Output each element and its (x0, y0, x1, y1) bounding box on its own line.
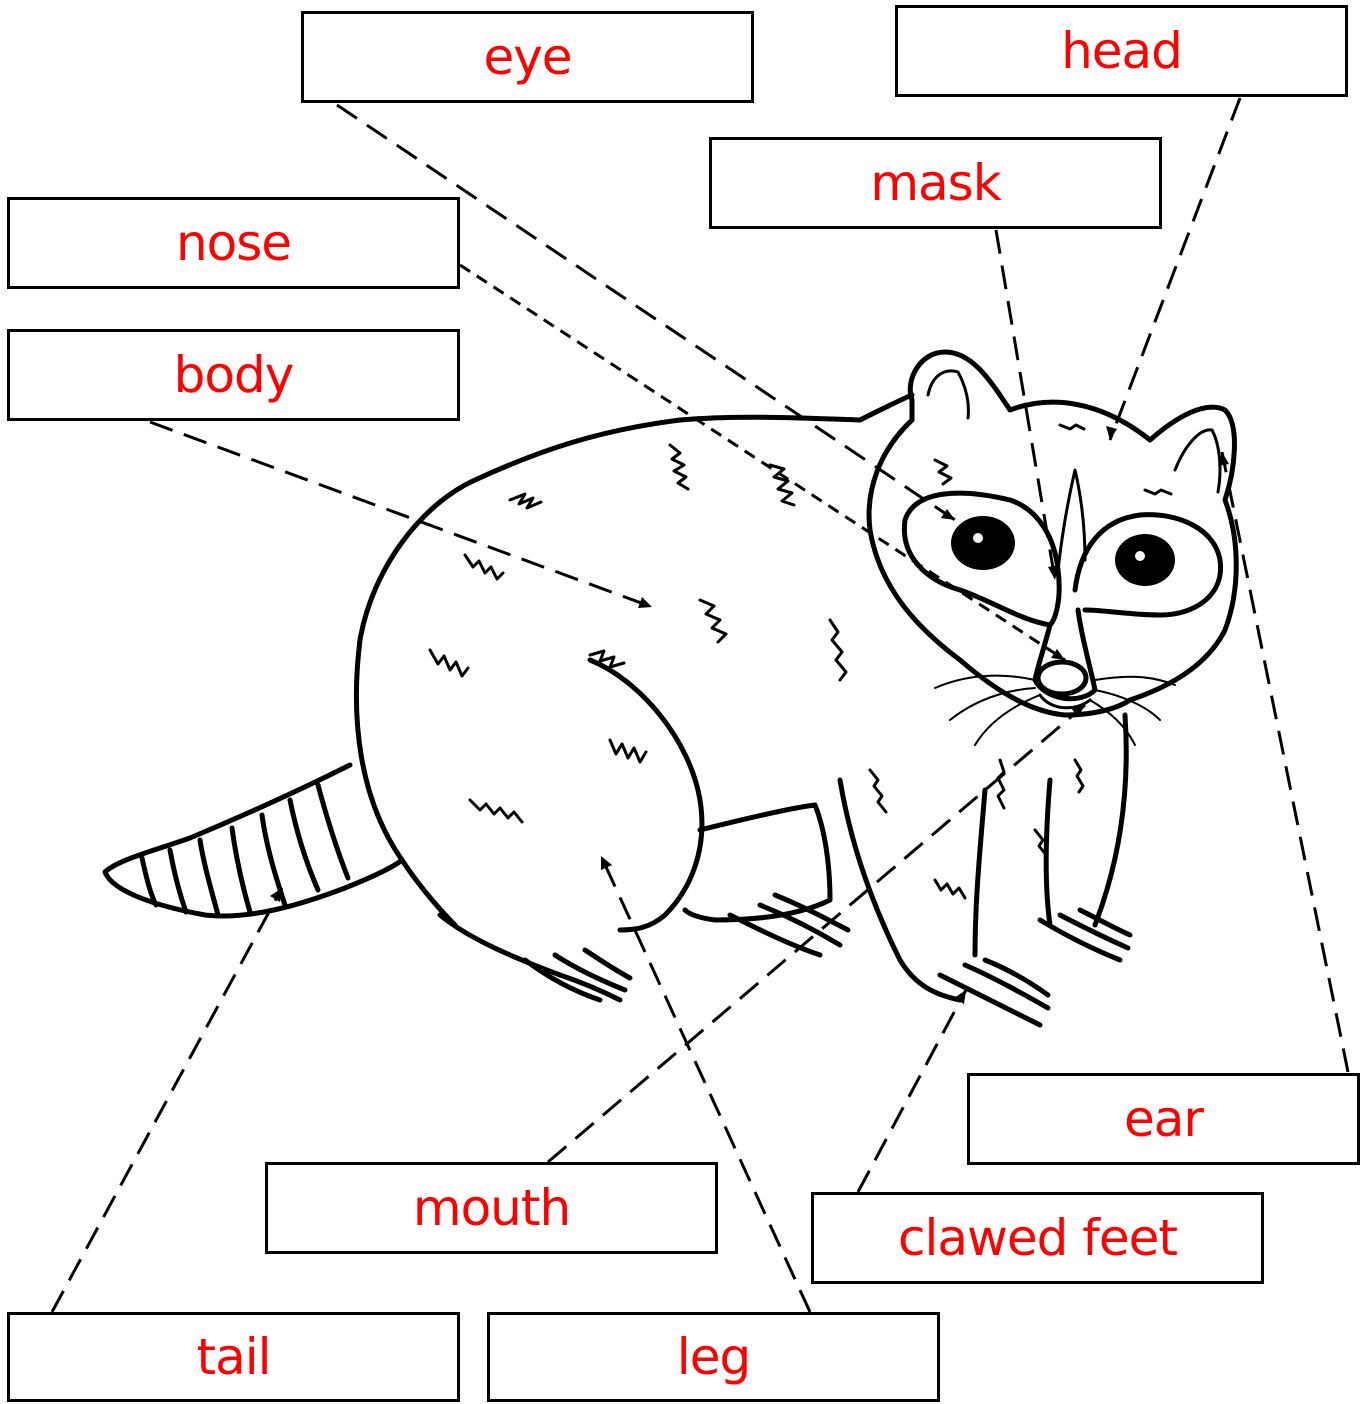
leader-arrow-mask (1048, 565, 1059, 580)
raccoon-mask-outline-right (1072, 512, 1224, 618)
leader-lines (50, 97, 1350, 1313)
label-head-text: head (1061, 22, 1183, 80)
label-nose: nose (7, 197, 460, 289)
raccoon-front-leg-left-inner (972, 787, 988, 958)
raccoon-front-leg-right-inner (1043, 777, 1053, 928)
leader-line-head (1108, 97, 1242, 441)
leader-arrow-tail (270, 888, 282, 902)
leader-line-mask (994, 229, 1057, 581)
label-body: body (7, 329, 460, 421)
raccoon-haunch-outline (587, 657, 705, 933)
label-eye: eye (301, 11, 754, 103)
raccoon-fur-marks (428, 423, 1173, 900)
raccoon-mouth (1038, 693, 1092, 710)
label-ear-text: ear (1124, 1090, 1204, 1148)
raccoon-head-outline (866, 349, 1239, 718)
leader-arrow-clawed-feet (954, 990, 966, 1004)
raccoon-brow-stripe (1056, 468, 1087, 572)
raccoon-body-outline (353, 392, 915, 863)
raccoon-tail-rings (139, 782, 351, 918)
leader-line-clawed-feet (856, 989, 968, 1193)
leader-line-ear (1220, 451, 1350, 1073)
raccoon-eye-right-glint (1135, 551, 1145, 561)
raccoon-back-leg-outline (437, 912, 623, 1003)
label-ear: ear (967, 1073, 1360, 1165)
leader-line-tail (50, 887, 284, 1313)
label-body-text: body (173, 346, 295, 404)
raccoon-tail-outline (102, 762, 405, 919)
label-leg-text: leg (676, 1328, 751, 1386)
label-mouth-text: mouth (412, 1179, 571, 1237)
leader-arrow-leg (601, 856, 612, 870)
leader-line-mouth (547, 703, 1086, 1164)
leader-line-body (149, 420, 653, 609)
raccoon-front-leg-left (837, 777, 963, 1003)
label-nose-text: nose (175, 214, 292, 272)
leader-arrow-ear (1218, 452, 1229, 466)
raccoon-ear-left-inner (926, 369, 970, 420)
raccoon-back-foot (522, 947, 633, 1003)
label-clawed-feet-text: clawed feet (897, 1209, 1178, 1267)
label-tail: tail (7, 1312, 460, 1402)
raccoon-back-leg-2 (682, 802, 833, 923)
label-mask-text: mask (870, 154, 1001, 212)
raccoon-mask-outline (901, 490, 1062, 628)
leader-line-leg (599, 855, 812, 1313)
leader-arrow-eye (941, 509, 955, 520)
leader-arrow-head (1106, 426, 1117, 440)
raccoon-belly-outline (399, 857, 458, 928)
label-eye-text: eye (483, 28, 572, 86)
label-clawed-feet: clawed feet (811, 1192, 1264, 1284)
label-head: head (895, 5, 1348, 97)
leader-line-nose (459, 263, 1066, 662)
leader-arrow-mouth (1071, 705, 1085, 717)
label-mask: mask (709, 137, 1162, 229)
raccoon-front-leg-right (1092, 712, 1129, 928)
raccoon-back-foot-2 (727, 892, 851, 958)
raccoon-front-foot-right (1037, 907, 1133, 963)
label-mouth: mouth (265, 1162, 718, 1254)
raccoon-ear-right-inner (1173, 428, 1222, 494)
leader-arrow-body (638, 597, 652, 608)
raccoon-whiskers (934, 674, 1176, 746)
raccoon-drawing (102, 349, 1239, 1028)
leader-arrow-nose (1051, 649, 1065, 660)
raccoon-eye-left-glint (973, 533, 983, 543)
raccoon-front-foot-left (937, 957, 1051, 1028)
raccoon-eye-left (951, 516, 1015, 570)
leader-line-eye (336, 103, 956, 522)
label-leg: leg (487, 1312, 940, 1402)
raccoon-eye-right (1115, 534, 1175, 586)
raccoon-nose (1035, 659, 1089, 697)
raccoon-snout (1032, 607, 1098, 702)
label-tail-text: tail (196, 1328, 271, 1386)
